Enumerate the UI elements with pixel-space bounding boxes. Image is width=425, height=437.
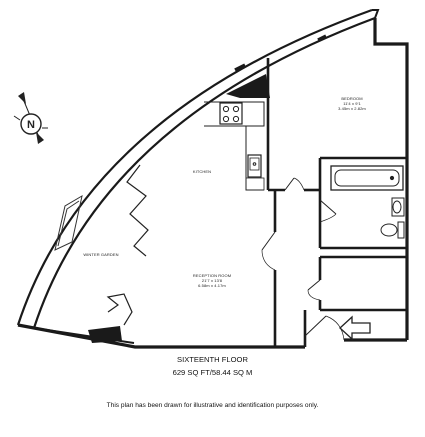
hob-ring	[222, 115, 230, 123]
folding-screen-lower	[106, 293, 133, 326]
living-door	[261, 231, 276, 251]
outer-walls	[16, 8, 409, 349]
reception-metric: 6.58m x 4.17m	[198, 283, 226, 288]
disclaimer: This plan has been drawn for illustrativ…	[106, 402, 319, 409]
bedroom-label: BEDROOM 11'4 x 9'1 3.45m x 2.82m	[322, 96, 382, 111]
basin	[391, 197, 405, 217]
winter-garden-label: WINTER GARDEN	[76, 252, 126, 257]
kitchen-label: KITCHEN	[180, 169, 224, 174]
bedroom-name: BEDROOM	[341, 96, 363, 101]
hob	[219, 102, 243, 125]
structural-column-top	[226, 74, 270, 98]
hob-ring	[232, 115, 240, 123]
doors	[261, 177, 345, 347]
facade-windows	[234, 34, 327, 72]
bathroom-door	[319, 199, 337, 215]
facade-cap	[372, 9, 380, 19]
hob-ring	[232, 105, 240, 113]
kitchen-counter-top	[204, 101, 265, 127]
folding-screen	[126, 164, 149, 257]
reception-name: RECEPTION ROOM	[192, 273, 232, 278]
hob-ring	[222, 105, 230, 113]
bedroom-metric: 3.45m x 2.82m	[338, 106, 366, 111]
kitchen-name: KITCHEN	[192, 169, 212, 174]
kitchen-sink	[247, 154, 262, 178]
entrance-door	[304, 315, 327, 337]
bathroom-fixtures	[319, 165, 405, 239]
bedroom-door	[284, 177, 295, 191]
compass: N	[13, 92, 48, 144]
floor-area: 629 SQ FT/58.44 SQ M	[172, 368, 253, 377]
floor-name: SIXTEENTH FLOOR	[177, 355, 248, 364]
compass-letter: N	[27, 119, 35, 131]
winter-garden-bay	[54, 194, 83, 251]
kitchen-fixtures	[204, 101, 265, 191]
fridge	[245, 177, 265, 191]
compass-ring	[20, 113, 42, 135]
structural-column-bottom	[88, 326, 122, 343]
bath	[330, 165, 404, 191]
right-exterior-wall	[373, 18, 409, 340]
curved-facade-outer	[16, 8, 373, 326]
reception-label: RECEPTION ROOM 21'7 x 13'8 6.58m x 4.17m	[182, 273, 242, 288]
wc-bowl	[380, 223, 398, 237]
cupboard-door	[307, 279, 321, 291]
reception-imperial: 21'7 x 13'8	[201, 278, 223, 283]
winter-garden-name: WINTER GARDEN	[83, 252, 119, 257]
curved-facade-inner	[32, 16, 376, 329]
bottom-wall-left	[17, 323, 305, 349]
bedroom-imperial: 11'4 x 9'1	[343, 101, 361, 106]
entrance-arrow	[339, 315, 371, 341]
wc-cistern	[397, 221, 405, 239]
